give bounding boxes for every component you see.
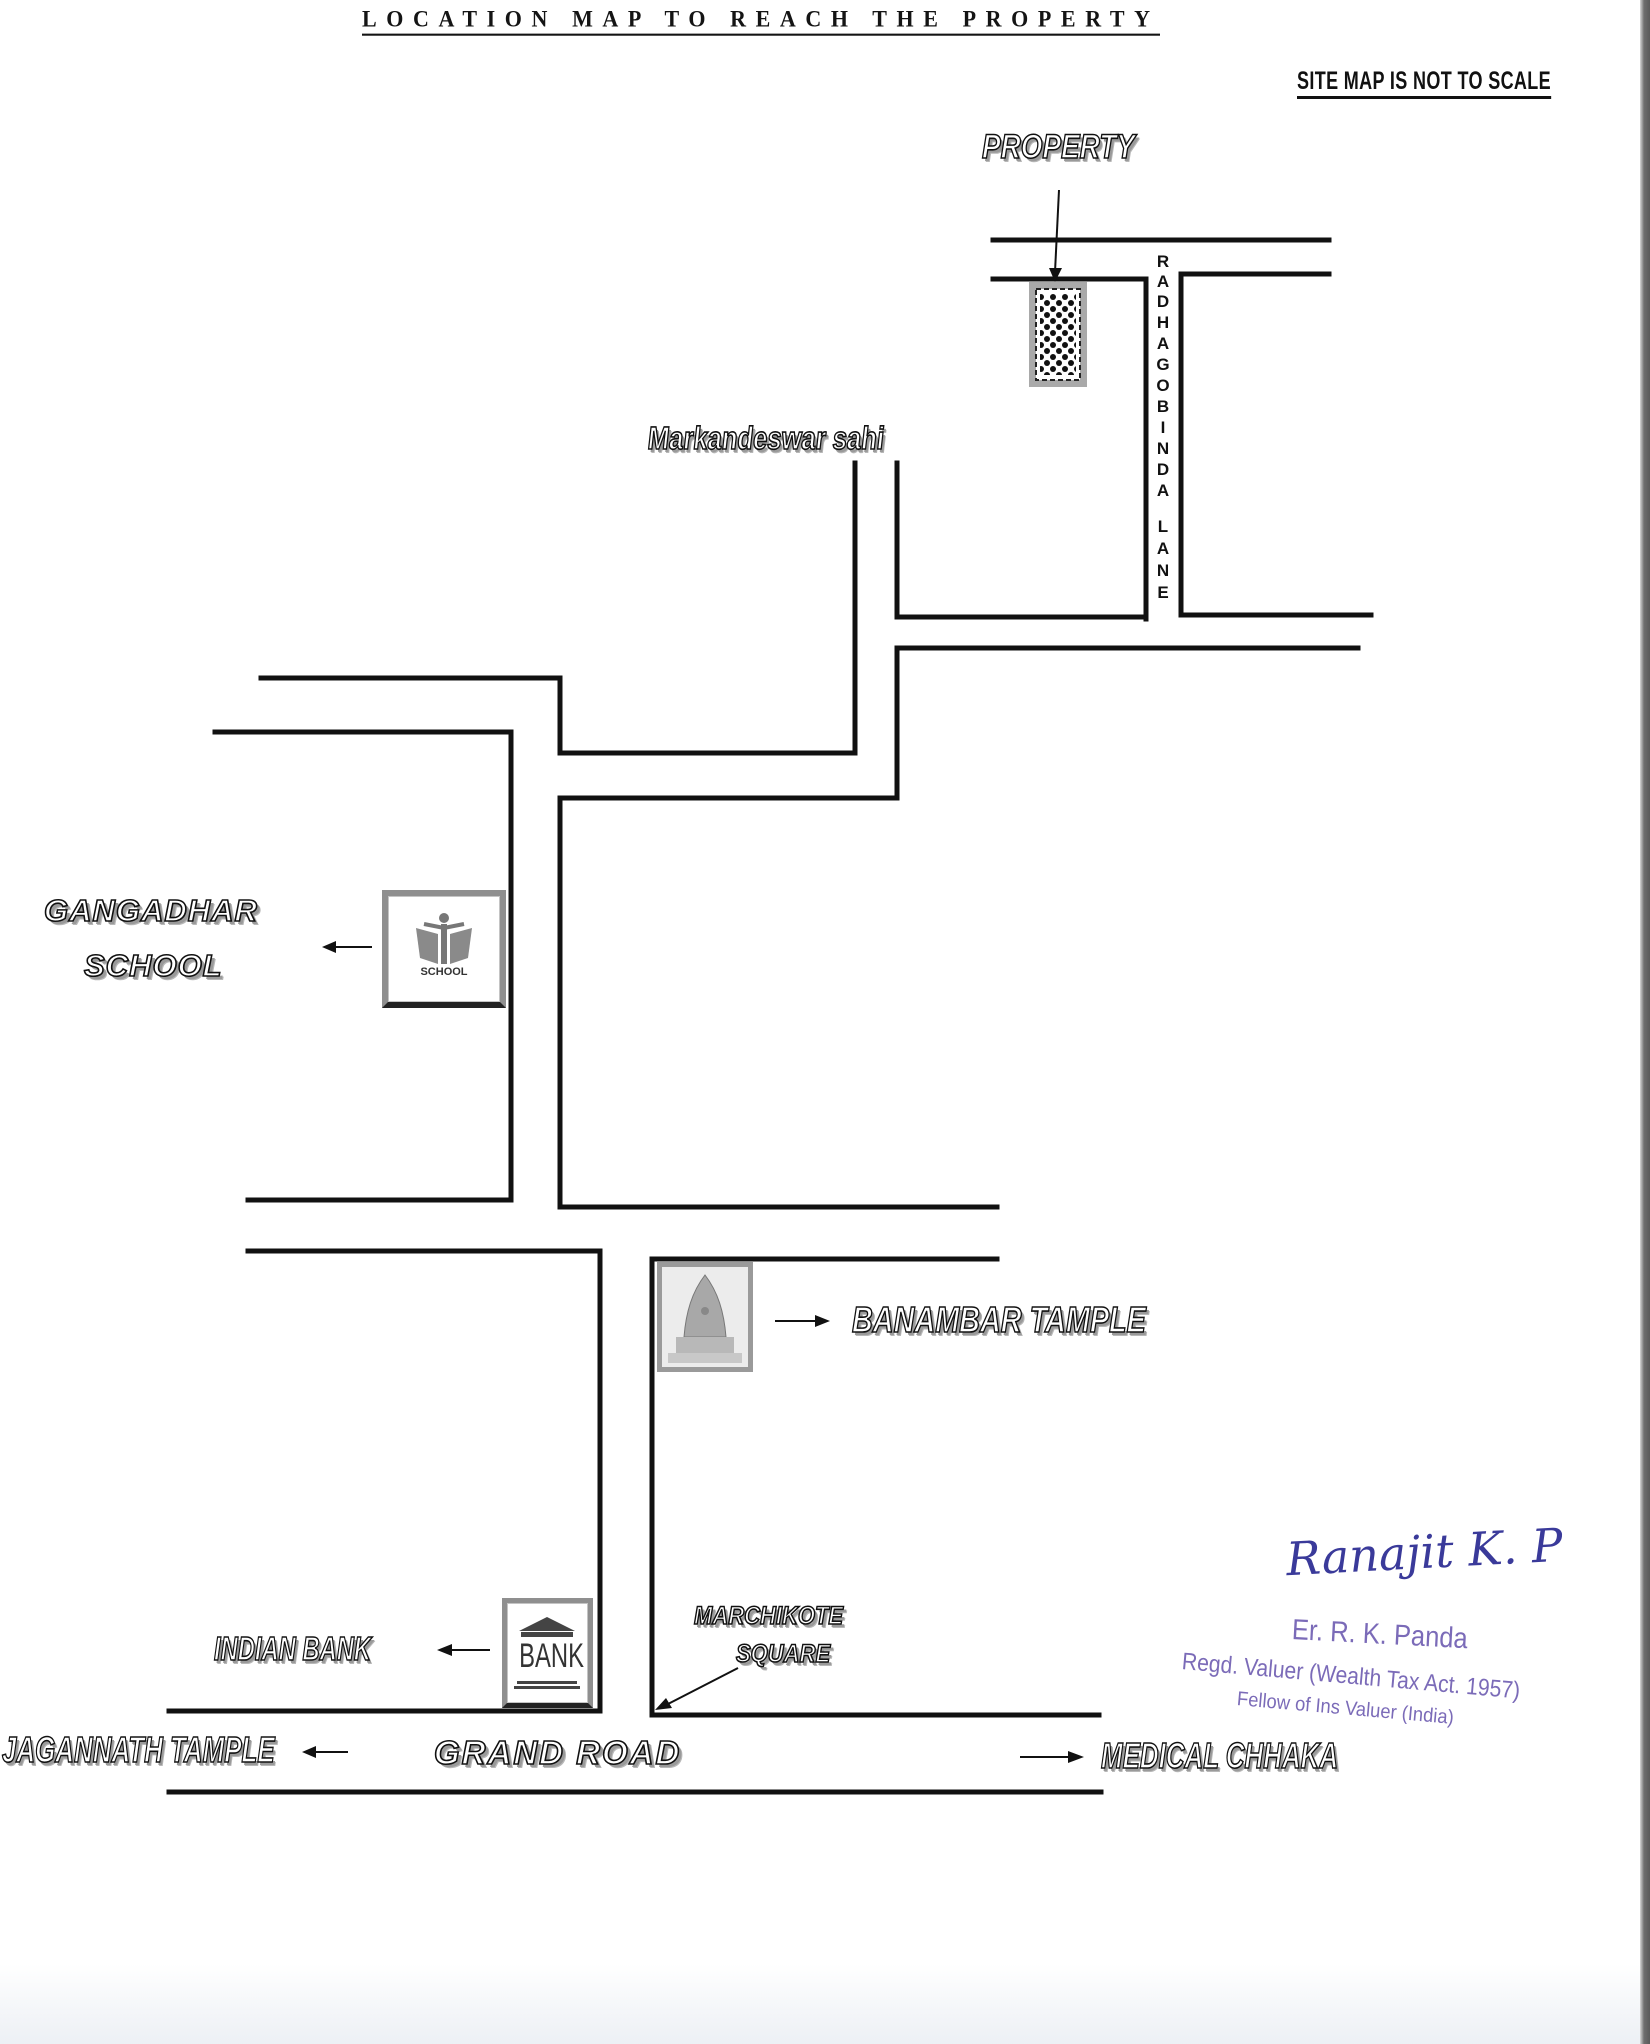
scan-tint [0,1964,1640,2044]
markandeswar-sahi-label: Markandeswar sahi [645,419,887,456]
school-road-edge [212,729,514,1203]
temple-icon [657,1262,753,1372]
scale-note: SITE MAP IS NOT TO SCALE [1297,66,1552,99]
gangadhar-label: GANGADHAR [43,892,258,929]
school-icon-caption: SCHOOL [420,966,468,978]
square-label: SQUARE [735,1639,831,1669]
scanned-page-edge [1640,0,1650,2044]
medical-chhaka-label: MEDICAL CHHAKA [1100,1734,1339,1777]
jagannath-temple-label: JAGANNATH TAMPLE [1,1728,275,1771]
page-title: LOCATION MAP TO REACH THE PROPERTY [362,5,1160,36]
school-label: SCHOOL [83,947,223,984]
bank-icon: BANK [502,1598,593,1708]
grand-road-label: GRAND ROAD [433,1733,682,1772]
markandeswar-sahi-left-edge [258,460,858,756]
connector-road-edge [557,645,1361,1210]
property-label: PROPERTY [981,127,1135,167]
radhagobinda-lane-right-edge [1178,271,1374,618]
property-arrow-head [1049,268,1062,282]
school-arrow-head [322,941,336,953]
top-road-lower-edge-left [990,276,1149,622]
markandeswar-sahi-right-edge [894,460,1149,620]
property-building-icon [1029,282,1087,387]
banambar-temple-label: BANAMBAR TAMPLE [851,1298,1146,1341]
bank-road-edge [166,1248,603,1714]
bank-icon-caption: BANK [519,1637,584,1675]
school-icon: SCHOOL [382,890,506,1008]
marchikote-label: MARCHIKOTE [693,1601,844,1631]
temple-road-edge [649,1256,1102,1718]
indian-bank-label: INDIAN BANK [213,1629,372,1668]
